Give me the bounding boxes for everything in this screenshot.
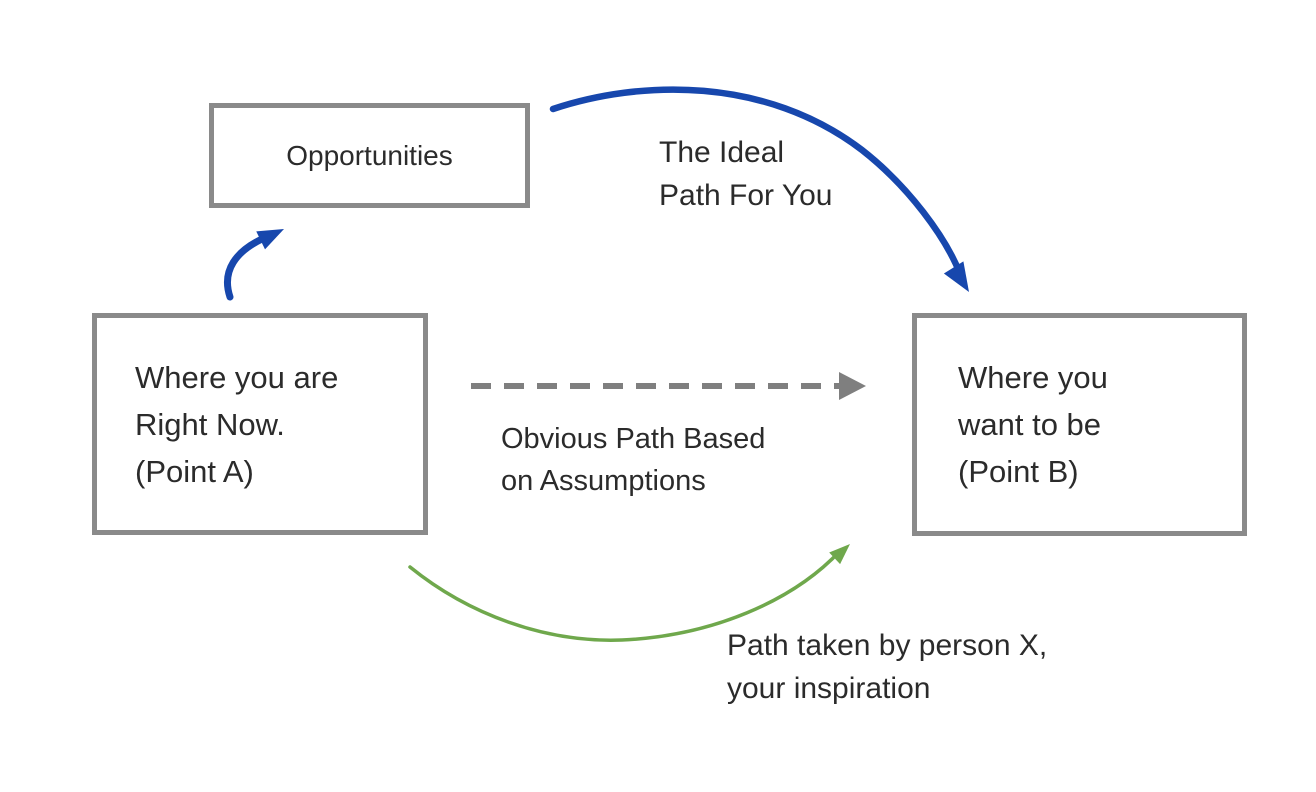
node-opportunities-label: Opportunities: [286, 139, 453, 171]
arrow-a-to-opportunities: [223, 235, 266, 301]
node-point-a-line1: Where you are: [135, 359, 339, 395]
node-opportunities: Opportunities: [209, 103, 530, 208]
node-point-b-line1: Where you: [958, 360, 1108, 395]
arrow-a-to-opportunities-head-icon: [256, 229, 284, 250]
label-inspiration-path-line1: Path taken by person X,: [727, 629, 1048, 662]
label-inspiration-path-line2: your inspiration: [727, 672, 931, 705]
node-point-b-line3: (Point B): [958, 454, 1079, 489]
label-ideal-path-line2: Path For You: [659, 179, 833, 212]
node-point-b: Where you want to be (Point B): [912, 313, 1247, 536]
node-point-a: Where you are Right Now. (Point A): [92, 313, 428, 535]
label-obvious-path: Obvious Path Based on Assumptions: [501, 418, 765, 502]
arrow-inspiration-path-head-icon: [829, 544, 850, 565]
label-obvious-path-line2: on Assumptions: [501, 465, 706, 497]
node-point-b-line2: want to be: [958, 407, 1102, 442]
label-inspiration-path: Path taken by person X, your inspiration: [727, 624, 1047, 710]
label-obvious-path-line1: Obvious Path Based: [501, 423, 766, 455]
node-point-a-line3: (Point A): [135, 453, 254, 489]
arrow-obvious-path-head-icon: [839, 372, 866, 400]
arrow-ideal-path: [549, 86, 965, 280]
arrow-ideal-path-head-icon: [943, 261, 969, 292]
node-point-a-line2: Right Now.: [135, 406, 285, 442]
label-ideal-path-line1: The Ideal: [659, 136, 785, 169]
arrow-inspiration-path: [408, 549, 842, 642]
label-ideal-path: The Ideal Path For You: [659, 131, 832, 217]
